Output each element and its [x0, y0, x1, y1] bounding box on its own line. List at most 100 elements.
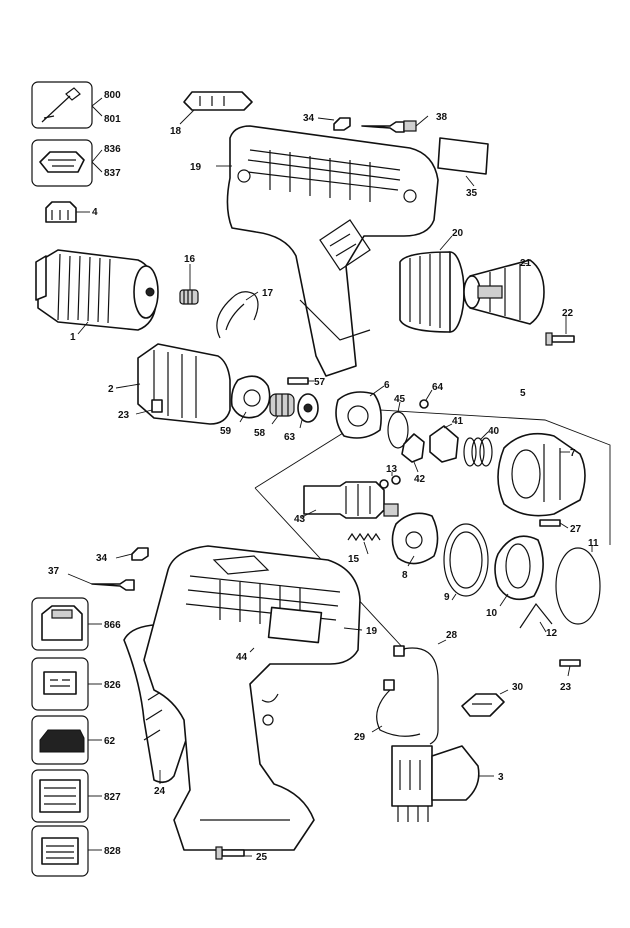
- label-5: 5: [520, 388, 526, 399]
- part-23-screw-left: [135, 399, 163, 415]
- label-30: 30: [512, 682, 524, 693]
- part-7-gear-case: [497, 432, 586, 517]
- label-21: 21: [520, 258, 532, 269]
- part-41-spring-washer: [429, 423, 459, 463]
- label-15: 15: [348, 554, 360, 565]
- label-6: 6: [384, 380, 390, 391]
- label-24: 24: [154, 786, 166, 797]
- label-836: 836: [104, 144, 121, 155]
- part-37-bit: [67, 573, 135, 591]
- label-38: 38: [436, 112, 448, 123]
- label-4: 4: [92, 207, 98, 218]
- label-43: 43: [294, 514, 306, 525]
- part-15-spring: [347, 532, 381, 555]
- label-42: 42: [414, 474, 426, 485]
- part-27-screw: [539, 519, 569, 529]
- part-58-planet-carrier: [269, 393, 295, 425]
- label-45: 45: [394, 394, 406, 405]
- label-25: 25: [256, 852, 268, 863]
- label-18: 18: [170, 126, 182, 137]
- label-63: 63: [284, 432, 296, 443]
- label-827: 827: [104, 792, 121, 803]
- label-1: 1: [70, 332, 76, 343]
- label-7: 7: [570, 448, 576, 459]
- label-9: 9: [444, 592, 450, 603]
- label-2: 2: [108, 384, 114, 395]
- label-62: 62: [104, 736, 116, 747]
- part-63-gear: [297, 393, 319, 429]
- label-12: 12: [546, 628, 558, 639]
- label-29: 29: [354, 732, 366, 743]
- label-837: 837: [104, 168, 121, 179]
- accessory-box-62-charger: [31, 715, 102, 765]
- accessory-box-800-801: [31, 81, 103, 129]
- part-35-label: [437, 137, 489, 187]
- accessory-box-827-label: [31, 769, 102, 823]
- part-34-clip-bottom: [115, 547, 149, 561]
- label-40: 40: [488, 426, 500, 437]
- label-58: 58: [254, 428, 266, 439]
- part-43-spindle: [299, 481, 399, 519]
- part-19-housing-half-bottom: [143, 545, 363, 851]
- part-38-screwdriver-bit: [361, 115, 429, 133]
- label-27: 27: [570, 524, 582, 535]
- label-20: 20: [452, 228, 464, 239]
- label-64: 64: [432, 382, 444, 393]
- label-35: 35: [466, 188, 478, 199]
- part-8-pressure-plate: [391, 512, 439, 567]
- label-23-left: 23: [118, 410, 130, 421]
- part-57-pin: [287, 377, 314, 385]
- label-866: 866: [104, 620, 121, 631]
- part-12-wire-spring: [519, 602, 553, 633]
- label-28: 28: [446, 630, 458, 641]
- part-2-motor-end-bracket: [115, 343, 231, 425]
- part-10-adjusting-ring: [494, 535, 544, 607]
- part-16-pinion: [179, 264, 199, 305]
- part-30-reverse-lever: [461, 689, 509, 717]
- part-13-balls: [379, 472, 401, 489]
- part-28-wire-lead: [393, 639, 447, 745]
- label-44: 44: [236, 652, 248, 663]
- accessory-box-836-837: [31, 139, 103, 187]
- label-828: 828: [104, 846, 121, 857]
- part-9-clutch-ring: [443, 523, 489, 601]
- part-4-contact-block: [45, 201, 90, 223]
- label-22: 22: [562, 308, 574, 319]
- label-16: 16: [184, 254, 196, 265]
- part-20-torque-collar: [399, 235, 465, 333]
- part-42-clutch-plate: [401, 433, 425, 473]
- label-34-bottom: 34: [96, 553, 108, 564]
- label-11: 11: [588, 538, 599, 549]
- label-826: 826: [104, 680, 121, 691]
- part-18-forward-reverse-cover: [179, 91, 253, 125]
- part-22-chuck-screw: [545, 316, 575, 346]
- label-19-top: 19: [190, 162, 202, 173]
- label-23-right: 23: [560, 682, 572, 693]
- part-25-screw: [215, 846, 252, 860]
- part-17-spring-clip: [216, 291, 259, 339]
- part-40-spring: [463, 431, 493, 467]
- label-19-bottom: 19: [366, 626, 378, 637]
- part-11-spring-ring: [555, 546, 601, 625]
- part-23-screw-right: [559, 659, 581, 677]
- label-8: 8: [402, 570, 408, 581]
- accessory-box-866-battery: [31, 597, 102, 651]
- part-6-gear-housing: [335, 385, 385, 439]
- part-3-trigger-switch: [391, 745, 494, 822]
- label-13: 13: [386, 464, 398, 475]
- label-41: 41: [452, 416, 464, 427]
- part-21-chuck: [463, 259, 545, 325]
- part-45-retaining-ring: [387, 401, 409, 449]
- part-64-ball: [419, 389, 433, 409]
- label-37: 37: [48, 566, 60, 577]
- part-19-housing-half-top: [216, 125, 439, 377]
- label-801: 801: [104, 114, 121, 125]
- label-800: 800: [104, 90, 121, 101]
- label-10: 10: [486, 608, 498, 619]
- label-34-top: 34: [303, 113, 315, 124]
- part-34-clip-top: [317, 117, 351, 131]
- accessory-box-826-label: [31, 657, 102, 711]
- part-59-ring-gear: [230, 375, 271, 423]
- label-17: 17: [262, 288, 274, 299]
